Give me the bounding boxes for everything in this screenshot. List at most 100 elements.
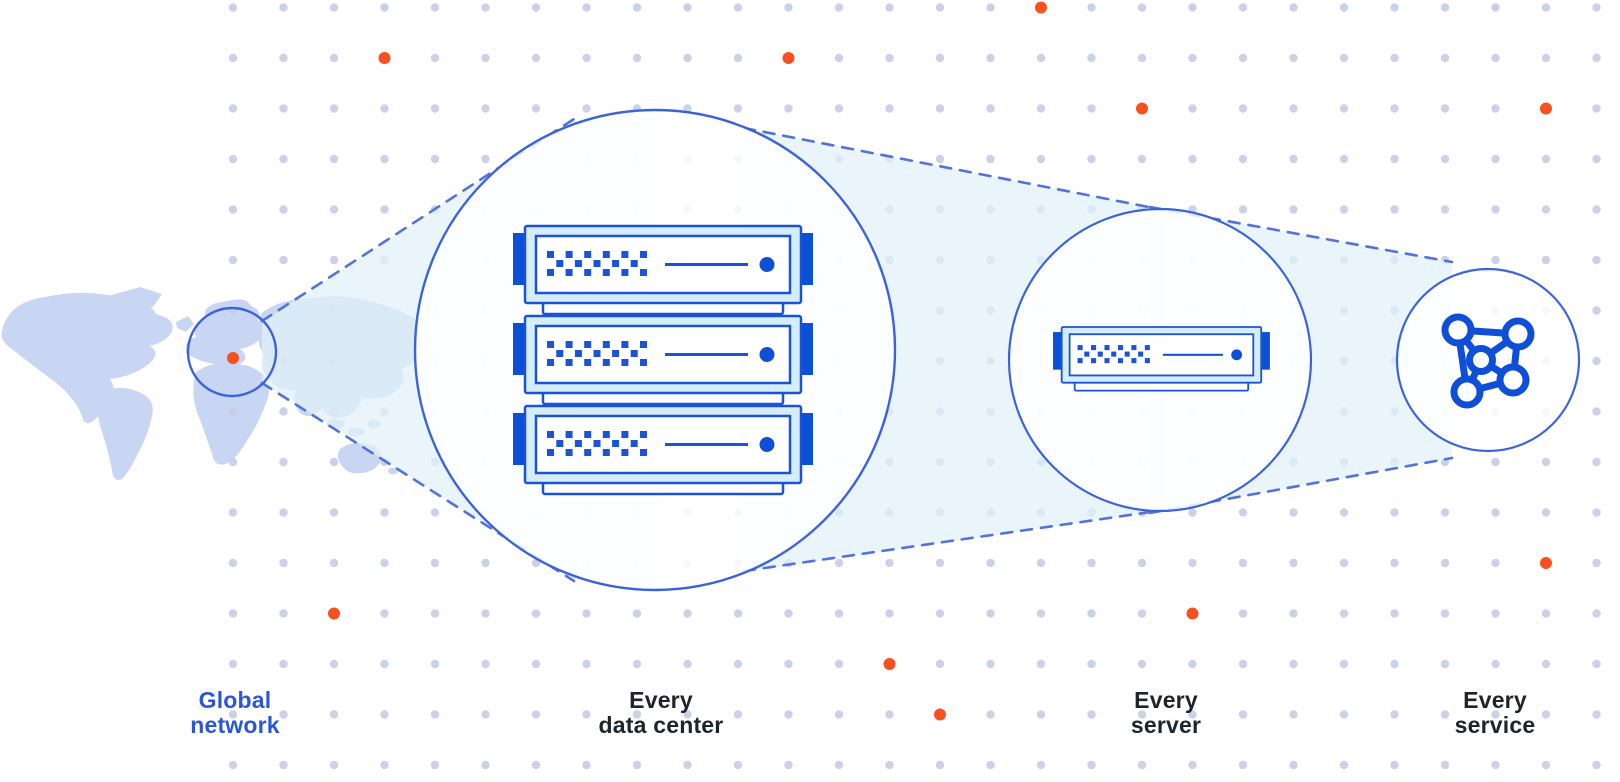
grid-dot [1137,659,1147,669]
grid-dot [582,3,591,12]
grid-dot [1289,659,1298,669]
grid-dot [279,205,288,214]
grid-dot [1592,154,1601,164]
grid-dot [733,659,743,669]
grid-dot [228,104,238,113]
grid-dot [632,659,642,669]
grid-dot [935,104,945,113]
grid-orange-dot [782,52,795,64]
grid-dot [1491,659,1500,669]
grid-dot [1491,457,1500,467]
grid-dot [986,104,995,113]
grid-dot [1188,104,1197,113]
grid-dot [885,3,894,12]
grid-dot [1188,3,1197,12]
grid-dot [683,609,692,618]
grid-orange-dot [1035,1,1047,14]
grid-dot [1592,255,1601,265]
grid-dot [531,710,541,719]
grid-orange-dot [1186,607,1199,620]
grid-dot [582,659,591,669]
grid-orange-dot [1540,557,1552,569]
grid-dot [784,760,793,770]
grid-dot [329,205,339,214]
grid-dot [1137,609,1147,618]
grid-dot [430,53,440,63]
grid-dot [279,710,288,719]
grid-dot [1087,760,1096,770]
grid-dot [632,53,642,63]
grid-dot [1440,53,1450,63]
grid-dot [430,659,440,669]
grid-dot [1440,104,1450,113]
grid-dot [582,710,591,719]
grid-dot [1289,154,1298,164]
grid-dot [1390,508,1399,517]
grid-dot [885,104,894,113]
grid-dot [986,710,995,719]
label-every-service: Every service [1355,688,1620,738]
dashed-edge-2-bottom [742,508,1166,573]
server-icon [1051,325,1271,392]
grid-dot [582,760,591,770]
grid-dot [481,104,490,113]
grid-dot [935,558,945,568]
grid-dot [1188,53,1197,63]
grid-dot [1440,205,1450,214]
grid-dot [1592,558,1601,568]
grid-dot [380,659,389,669]
grid-dot [1390,205,1399,214]
grid-dot [1491,760,1500,770]
grid-dot [1541,508,1551,517]
grid-dot [1440,760,1450,770]
grid-dot [1238,558,1248,568]
grid-dot [481,154,490,164]
grid-dot [834,710,844,719]
grid-dot [733,3,743,12]
grid-dot [1339,558,1349,568]
grid-dot [1087,104,1096,113]
grid-dot [1238,205,1248,214]
label-every-server-line2: server [1130,712,1202,738]
grid-dot [329,53,339,63]
grid-dot [1440,3,1450,12]
grid-dot [380,508,389,517]
grid-dot [228,205,238,214]
server-group [1007,207,1313,513]
grid-dot [1137,154,1147,164]
grid-dot [1339,659,1349,669]
grid-dot [1541,710,1551,719]
grid-dot [1541,457,1551,467]
grid-dot [1592,306,1601,315]
grid-dot [935,609,945,618]
grid-dot [632,609,642,618]
grid-dot [1491,53,1500,63]
grid-dot [279,154,288,164]
grid-dot [1440,154,1450,164]
grid-dot [430,760,440,770]
grid-dot [784,3,793,12]
grid-dot [228,407,238,416]
grid-dot [1541,609,1551,618]
grid-dot [1087,154,1096,164]
grid-dot [1390,3,1399,12]
grid-orange-dot [378,52,391,64]
grid-dot [1289,205,1298,214]
grid-dot [1491,508,1500,517]
grid-dot [834,53,844,63]
grid-dot [1137,710,1147,719]
grid-dot [632,710,642,719]
grid-dot [1440,659,1450,669]
grid-dot [279,609,288,618]
label-global-network: Global network [95,688,375,738]
grid-dot [1390,659,1399,669]
grid-dot [1188,760,1197,770]
grid-dot [784,609,793,618]
grid-dot [885,760,894,770]
grid-dot [279,255,288,265]
grid-dot [885,710,894,719]
server-unit-2 [511,314,815,406]
label-global-network-line1: Global [198,687,272,713]
